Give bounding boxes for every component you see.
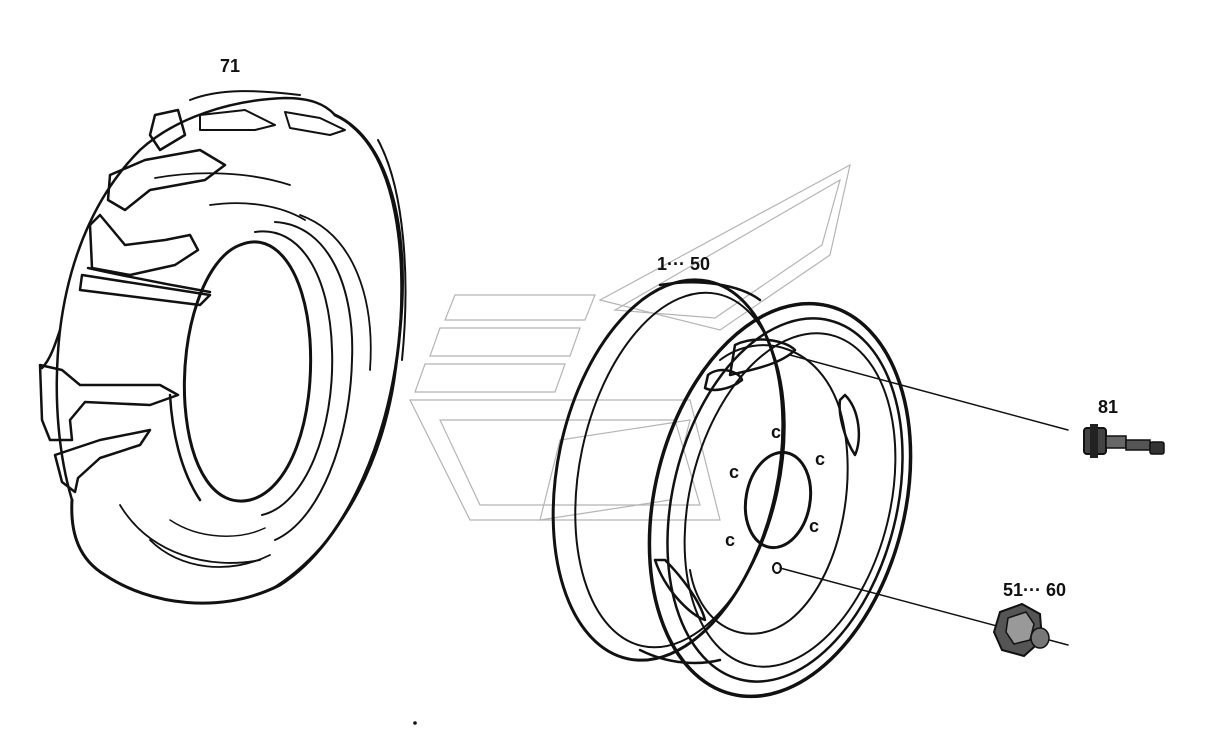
bolt-hole-mark: c — [725, 530, 735, 550]
wheel-nut-drawing — [992, 602, 1050, 658]
bolt-hole-mark: c — [729, 462, 739, 482]
bolt-hole-mark: c — [771, 422, 781, 442]
wheel-rim-drawing: c c c c c — [551, 278, 913, 699]
callout-valve: 81 — [1098, 397, 1118, 417]
leader-lines — [779, 354, 1069, 646]
bolt-hole-mark: c — [809, 516, 819, 536]
bolt-hole-mark: c — [815, 449, 825, 469]
callout-nut: 51··· 60 — [1003, 580, 1066, 600]
callout-rim: 1··· 50 — [657, 254, 710, 274]
stray-dot — [413, 721, 417, 725]
valve-stem-drawing — [1083, 424, 1165, 458]
callout-tire: 71 — [220, 56, 240, 76]
tire-drawing — [38, 90, 407, 605]
